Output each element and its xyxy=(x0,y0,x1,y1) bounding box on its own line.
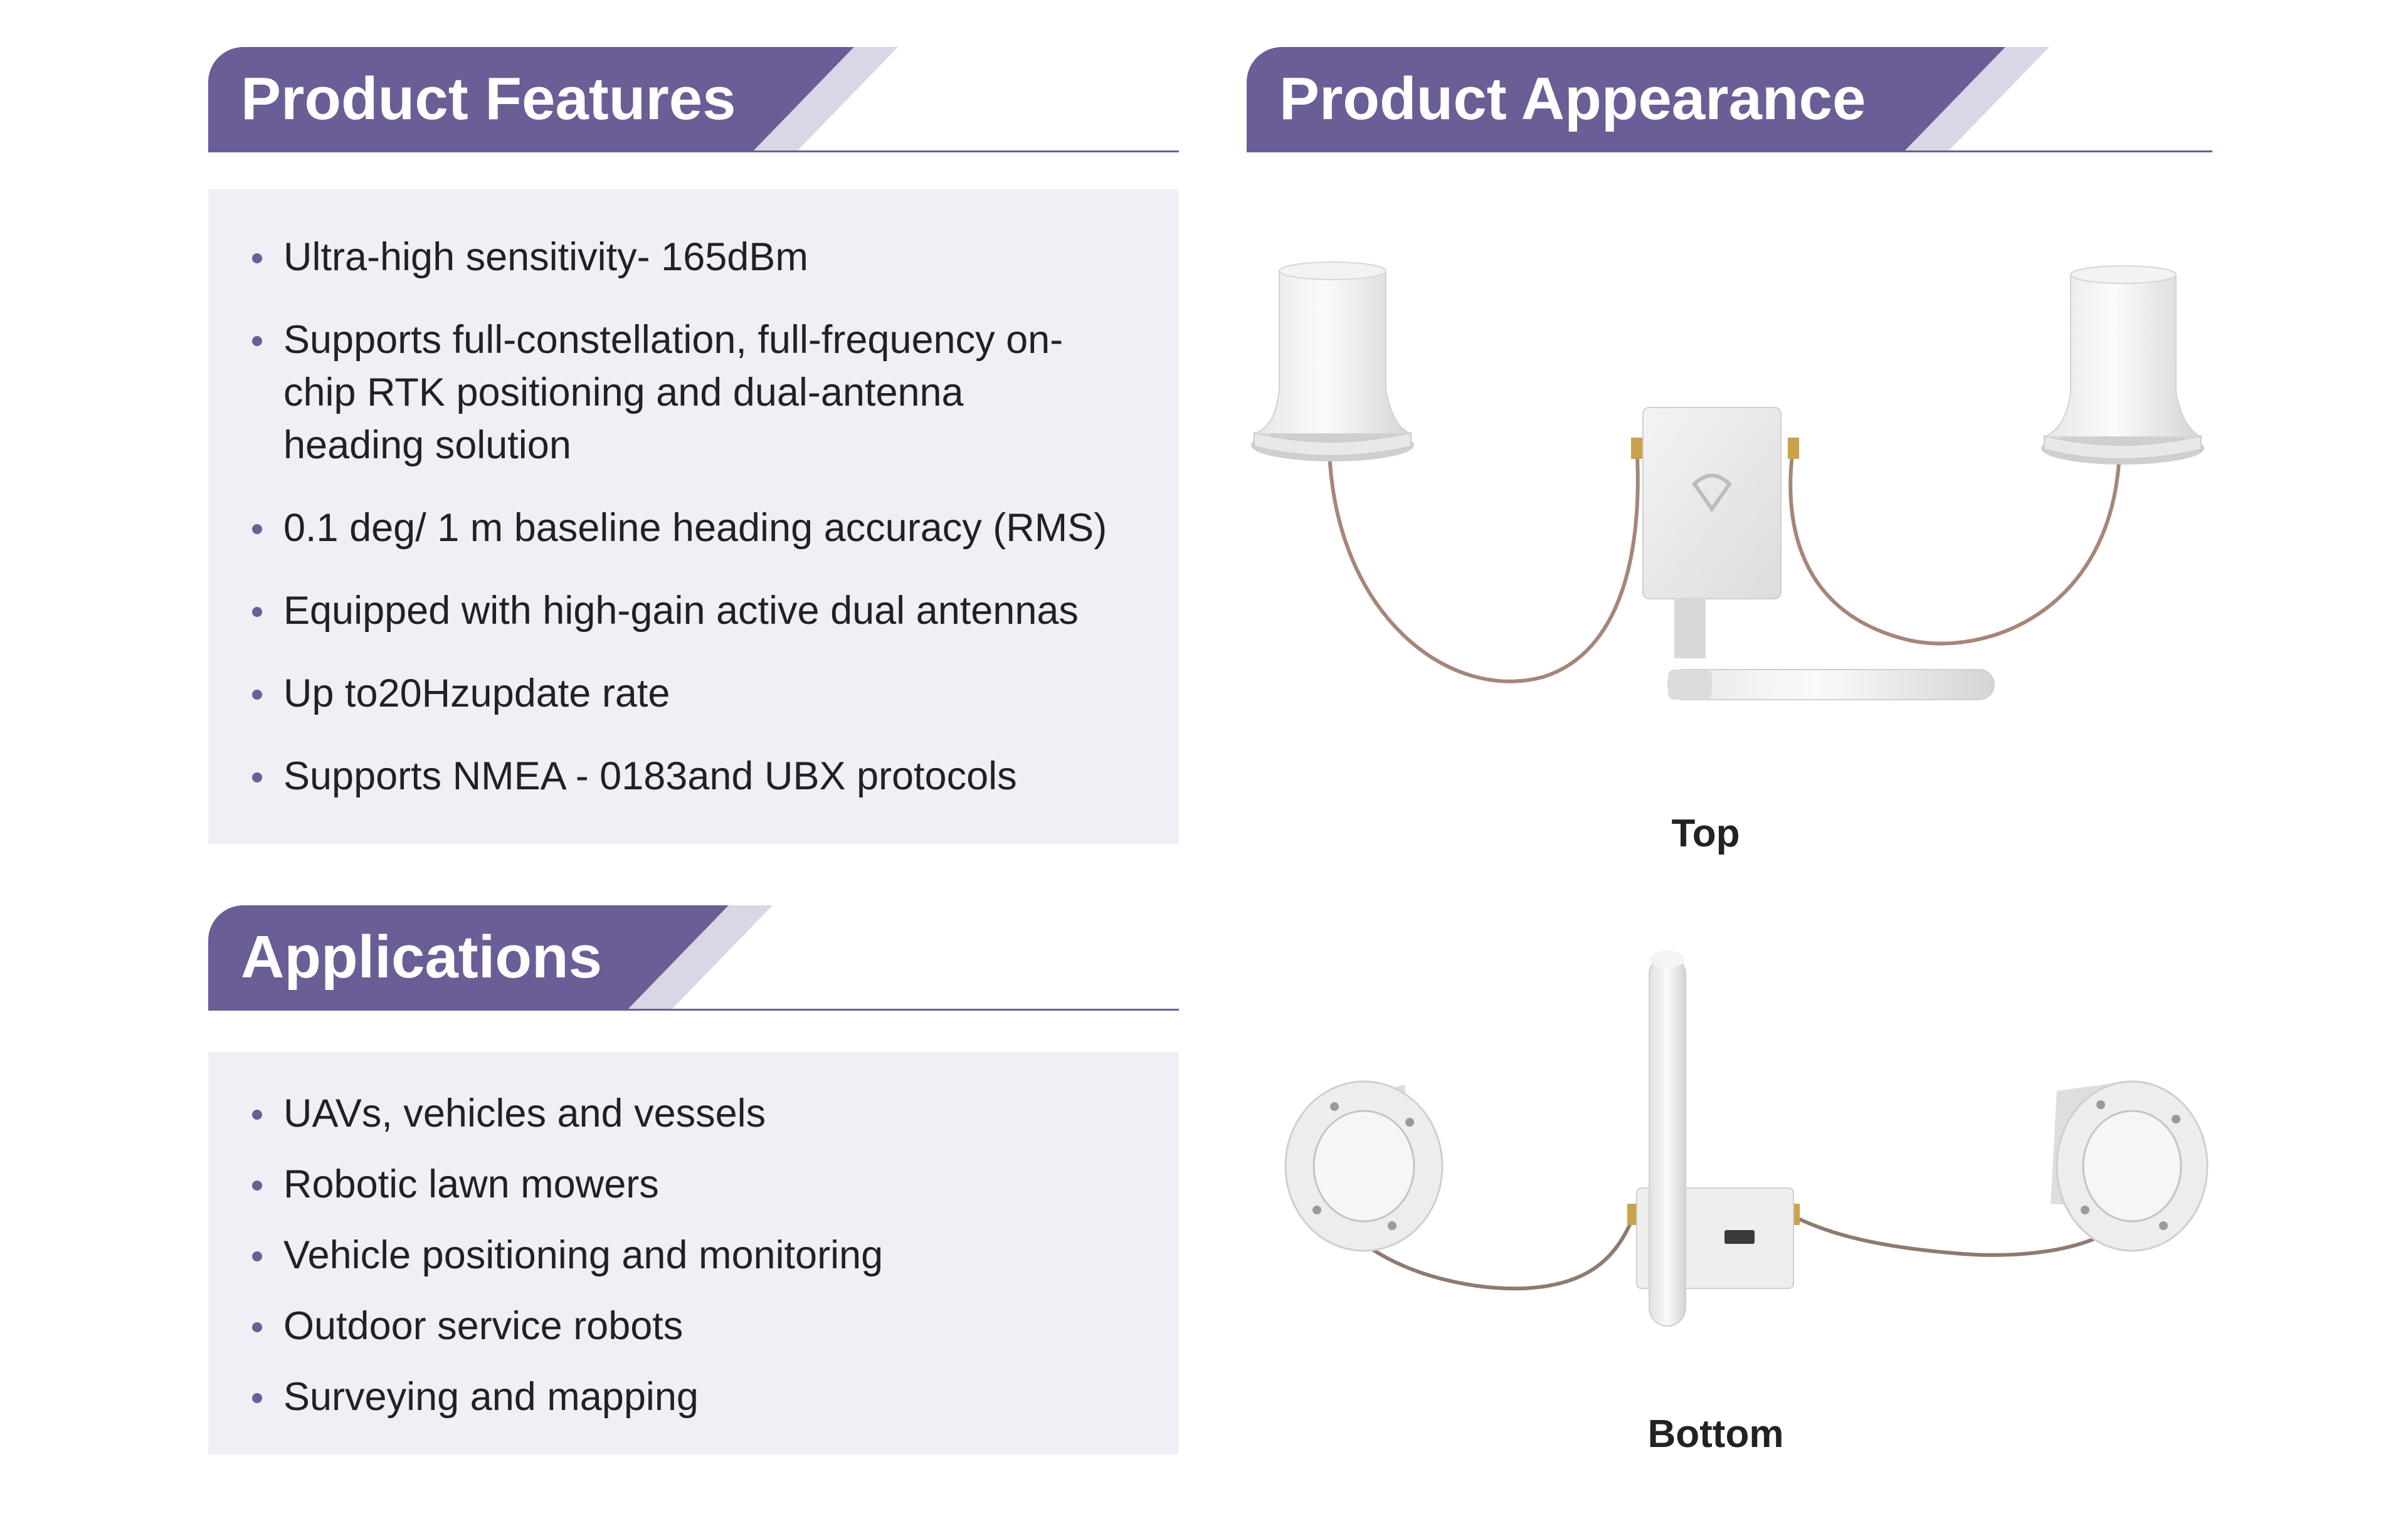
application-item: Surveying and mapping xyxy=(208,1371,1179,1423)
feature-text: Equipped with high-gain active dual ante… xyxy=(283,589,1079,633)
bullet-dot-icon xyxy=(252,1393,262,1403)
applications-list: UAVs, vehicles and vessels Robotic lawn … xyxy=(208,1087,1179,1423)
feature-text: Ultra-high sensitivity- 165dBm xyxy=(283,235,808,279)
appearance-tab: Product Appearance xyxy=(1247,47,2005,150)
bullet-dot-icon xyxy=(252,1110,262,1120)
bullet-dot-icon xyxy=(252,1322,262,1332)
features-title: Product Features xyxy=(241,65,736,132)
applications-header: Applications xyxy=(208,905,1179,1011)
features-header: Product Features xyxy=(208,47,1179,152)
bullet-dot-icon xyxy=(252,1251,262,1261)
bullet-dot-icon xyxy=(252,336,262,346)
features-tab: Product Features xyxy=(208,47,854,150)
right-antenna-cable xyxy=(1788,445,2121,646)
application-item: UAVs, vehicles and vessels xyxy=(208,1087,1179,1140)
bullet-dot-icon xyxy=(252,690,262,700)
feature-item: 0.1 deg/ 1 m baseline heading accuracy (… xyxy=(208,502,1179,554)
whip-antenna-icon xyxy=(1649,950,1686,1327)
feature-text: 0.1 deg/ 1 m baseline heading accuracy (… xyxy=(283,506,1107,550)
right-antenna-icon xyxy=(2041,265,2204,465)
bullet-dot-icon xyxy=(252,1181,262,1191)
application-text: Robotic lawn mowers xyxy=(283,1162,659,1206)
bullet-dot-icon xyxy=(252,524,262,534)
bullet-dot-icon xyxy=(252,772,262,782)
bullet-dot-icon xyxy=(252,607,262,617)
features-list: Ultra-high sensitivity- 165dBm Supports … xyxy=(208,231,1179,802)
left-antenna-icon xyxy=(1284,1080,1444,1252)
feature-text: Supports NMEA - 0183and UBX protocols xyxy=(283,754,1017,798)
feature-item: Equipped with high-gain active dual ante… xyxy=(208,584,1179,637)
features-panel: Ultra-high sensitivity- 165dBm Supports … xyxy=(208,189,1179,844)
feature-text: Supports full-constellation, full-freque… xyxy=(283,318,1064,467)
appearance-title: Product Appearance xyxy=(1279,65,1866,132)
bullet-dot-icon xyxy=(252,253,262,263)
application-text: UAVs, vehicles and vessels xyxy=(283,1092,766,1135)
applications-title: Applications xyxy=(241,923,603,991)
top-view-caption: Top xyxy=(1671,812,1740,855)
receiver-box-icon xyxy=(1642,407,1782,599)
feature-item: Ultra-high sensitivity- 165dBm xyxy=(208,231,1179,283)
feature-text: Up to20Hzupdate rate xyxy=(283,671,670,715)
application-text: Surveying and mapping xyxy=(283,1375,699,1419)
right-antenna-icon xyxy=(2051,1080,2209,1252)
bottom-view-caption: Bottom xyxy=(1647,1413,1784,1456)
application-item: Vehicle positioning and monitoring xyxy=(208,1229,1179,1281)
application-item: Robotic lawn mowers xyxy=(208,1158,1179,1211)
left-antenna-icon xyxy=(1251,261,1414,461)
feature-item: Supports NMEA - 0183and UBX protocols xyxy=(208,750,1179,802)
whip-antenna-icon xyxy=(1667,669,1995,700)
product-top-view-image xyxy=(1251,261,2204,700)
application-text: Vehicle positioning and monitoring xyxy=(283,1233,884,1277)
left-antenna-cable xyxy=(1328,445,1640,683)
appearance-header: Product Appearance xyxy=(1247,47,2212,152)
feature-item: Supports full-constellation, full-freque… xyxy=(208,313,1074,471)
product-bottom-view-image xyxy=(1284,950,2209,1327)
applications-panel: UAVs, vehicles and vessels Robotic lawn … xyxy=(208,1052,1179,1455)
feature-item: Up to20Hzupdate rate xyxy=(208,667,1179,720)
applications-tab: Applications xyxy=(208,905,729,1009)
application-text: Outdoor service robots xyxy=(283,1304,684,1348)
application-item: Outdoor service robots xyxy=(208,1300,1179,1352)
